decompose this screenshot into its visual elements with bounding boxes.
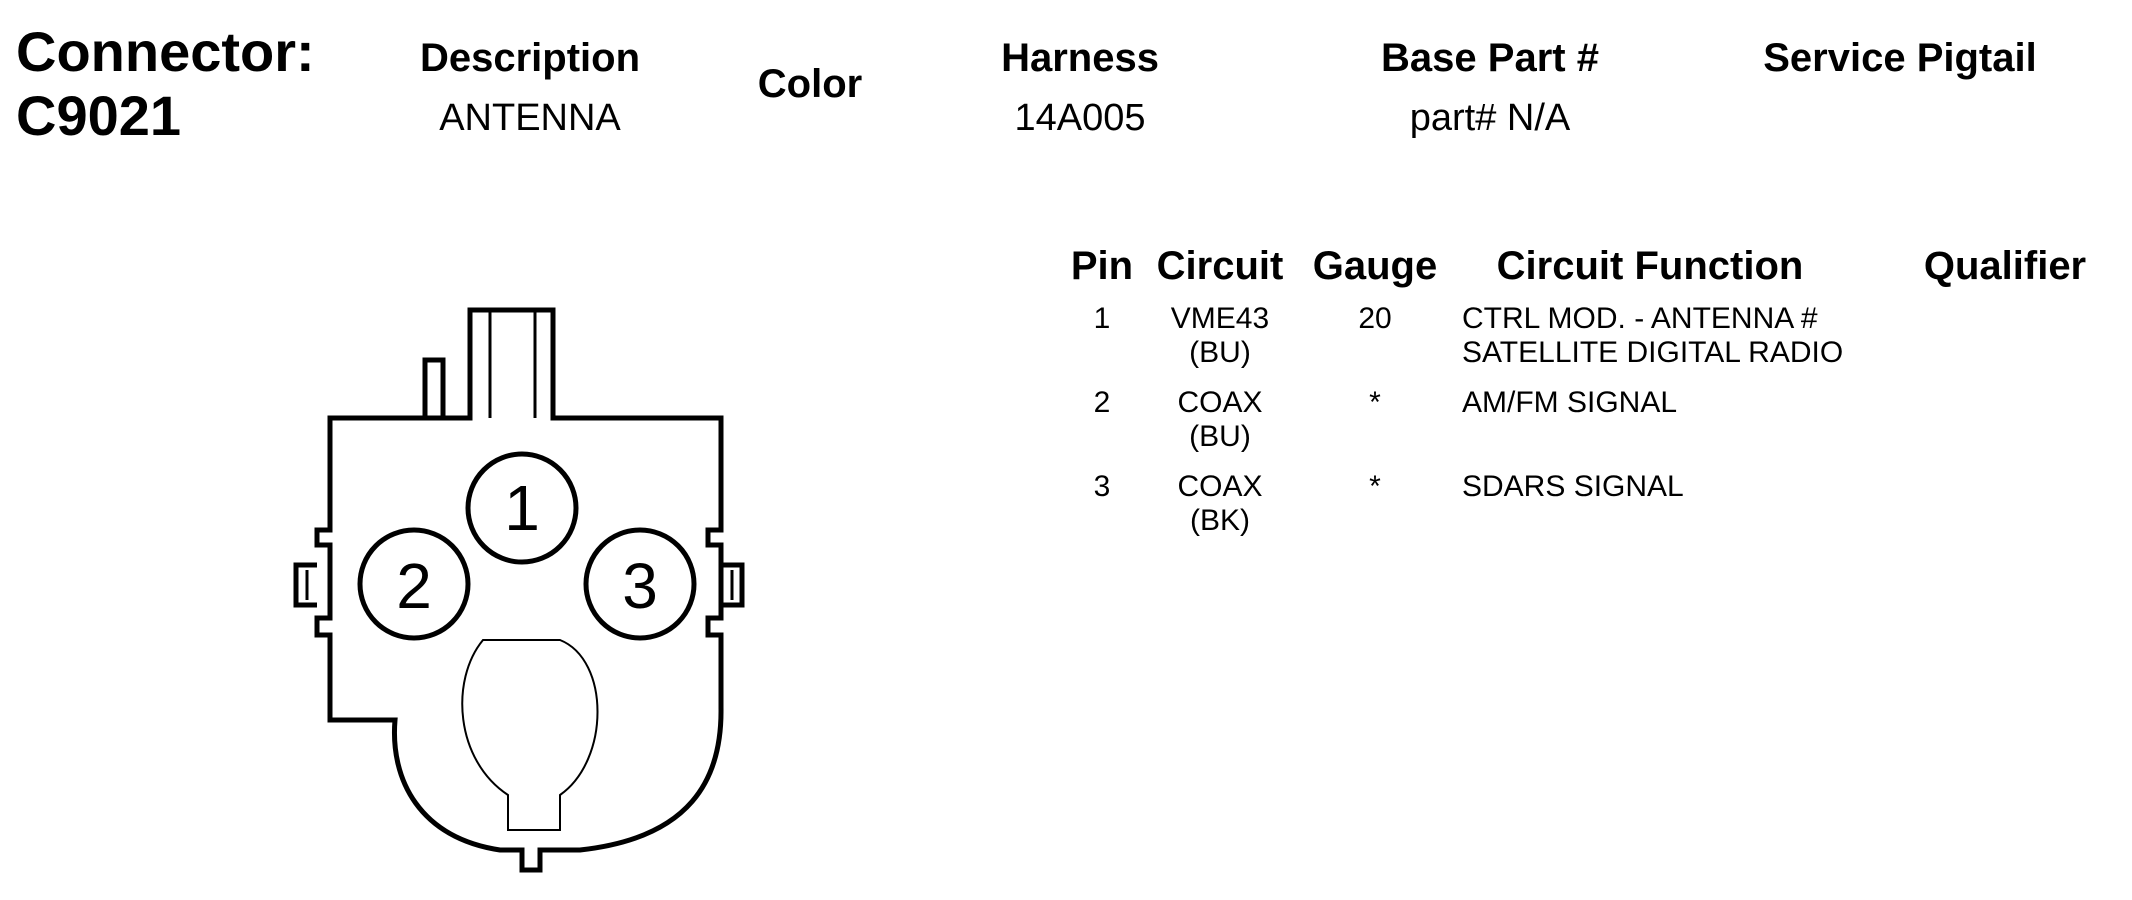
row-2-gauge: * bbox=[1369, 386, 1381, 419]
column-header-pin: Pin bbox=[1070, 244, 1134, 288]
column-header-circuit-function: Circuit Function bbox=[1496, 244, 1804, 288]
pin-label-1: 1 bbox=[504, 472, 540, 544]
pin-label-2: 2 bbox=[396, 550, 432, 622]
row-3-gauge: * bbox=[1369, 470, 1381, 503]
row-1-gauge: 20 bbox=[1358, 302, 1392, 335]
pin-cavity-3 bbox=[583, 527, 697, 641]
row-1-circuit-color: (BU) bbox=[1189, 336, 1251, 369]
row-3-pin: 3 bbox=[1093, 470, 1111, 503]
description-value: ANTENNA bbox=[439, 97, 621, 139]
row-2-circuit: COAX bbox=[1177, 386, 1263, 419]
row-3-circuit-color: (BK) bbox=[1190, 504, 1250, 537]
harness-value: 14A005 bbox=[1014, 97, 1146, 139]
pin-cavity-2 bbox=[357, 527, 471, 641]
row-2-pin: 2 bbox=[1093, 386, 1111, 419]
connector-id: C9021 bbox=[16, 84, 182, 147]
row-2-function: AM/FM SIGNAL bbox=[1462, 386, 1678, 419]
base-part-label: Base Part # bbox=[1381, 36, 1599, 80]
row-2-circuit-color: (BU) bbox=[1189, 420, 1251, 453]
row-3-function: SDARS SIGNAL bbox=[1462, 470, 1684, 503]
connector-housing-outline bbox=[314, 307, 724, 873]
latch-right bbox=[721, 562, 745, 608]
description-label: Description bbox=[419, 36, 641, 80]
row-1-pin: 1 bbox=[1093, 302, 1111, 335]
row-3-circuit: COAX bbox=[1177, 470, 1263, 503]
color-label: Color bbox=[757, 62, 863, 106]
tab-top-left bbox=[422, 357, 446, 418]
latch-left bbox=[293, 562, 317, 608]
row-1-function: CTRL MOD. - ANTENNA # bbox=[1462, 302, 1818, 335]
pin-label-3: 3 bbox=[622, 550, 658, 622]
connector-label: Connector: bbox=[16, 20, 315, 83]
pin-cavity-1 bbox=[465, 451, 579, 565]
column-header-gauge: Gauge bbox=[1312, 244, 1438, 288]
column-header-qualifier: Qualifier bbox=[1923, 244, 2087, 288]
row-1-circuit: VME43 bbox=[1170, 302, 1270, 335]
base-part-value: part# N/A bbox=[1409, 97, 1571, 139]
keyway-cavity bbox=[461, 639, 599, 831]
row-1-function-line2: SATELLITE DIGITAL RADIO bbox=[1462, 336, 1844, 369]
service-pigtail-label: Service Pigtail bbox=[1763, 36, 2037, 80]
harness-label: Harness bbox=[1001, 36, 1159, 80]
column-header-circuit: Circuit bbox=[1156, 244, 1284, 288]
